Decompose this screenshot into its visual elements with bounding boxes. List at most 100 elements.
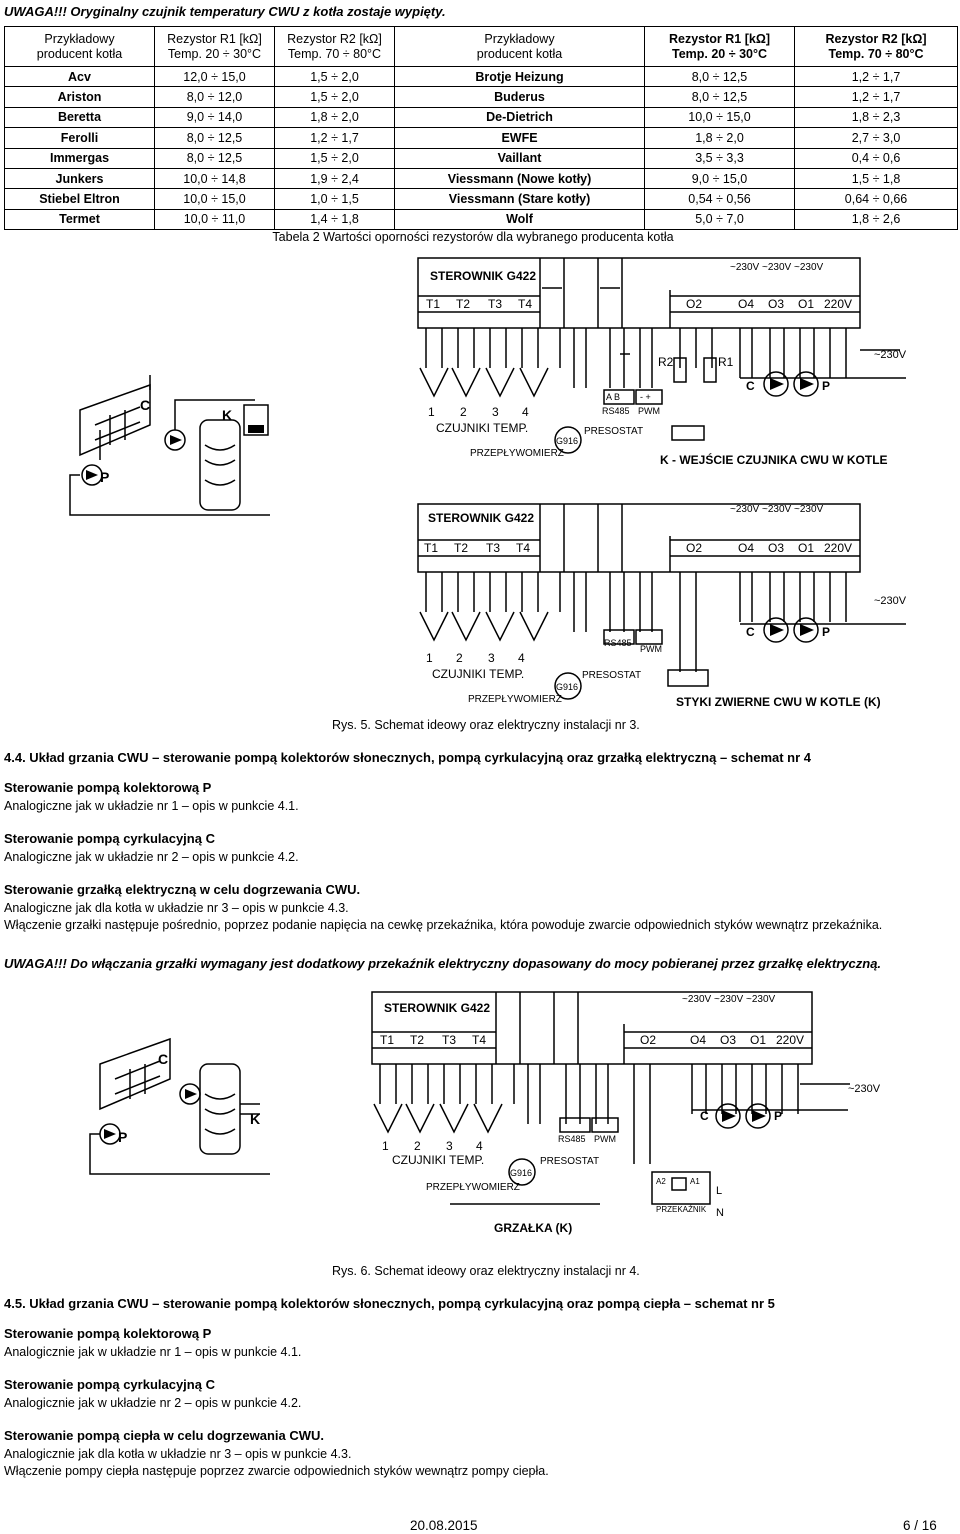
svg-text:C: C (158, 1051, 168, 1067)
resistance-cell: 1,8 ÷ 2,0 (644, 127, 795, 149)
svg-text:T1: T1 (424, 541, 438, 555)
svg-text:O4: O4 (690, 1033, 706, 1047)
producer-cell: Wolf (394, 208, 645, 231)
s45-p3-text1: Analogicznie jak dla kotła w układzie nr… (4, 1447, 352, 1461)
svg-text:~230V: ~230V (730, 504, 760, 515)
svg-text:G916: G916 (556, 682, 578, 692)
svg-text:- +: - + (640, 392, 651, 402)
resistance-cell: 9,0 ÷ 15,0 (644, 167, 795, 190)
resistance-cell: 8,0 ÷ 12,0 (154, 86, 275, 108)
svg-text:O2: O2 (640, 1033, 656, 1047)
producer-cell: Buderus (394, 86, 645, 108)
svg-text:O3: O3 (720, 1033, 736, 1047)
top-warning: UWAGA!!! Oryginalny czujnik temperatury … (4, 4, 446, 19)
header-r1-1: Rezystor R1 [kΩ]Temp. 20 ÷ 30°C (154, 26, 275, 67)
resistance-cell: 1,5 ÷ 2,0 (274, 86, 395, 108)
svg-text:C: C (746, 379, 755, 393)
svg-text:O4: O4 (738, 297, 754, 311)
controller-label: STEROWNIK G422 (430, 269, 536, 283)
resistance-cell: 1,5 ÷ 2,0 (274, 147, 395, 169)
svg-text:PRZEPŁYWOMIERZ: PRZEPŁYWOMIERZ (426, 1182, 520, 1193)
resistance-cell: 8,0 ÷ 12,5 (644, 65, 795, 88)
resistance-cell: 1,8 ÷ 2,0 (274, 106, 395, 129)
resistance-cell: 10,0 ÷ 15,0 (644, 106, 795, 129)
resistance-cell: 1,2 ÷ 1,7 (794, 65, 958, 88)
svg-text:N: N (716, 1207, 724, 1219)
svg-text:PRZEPŁYWOMIERZ: PRZEPŁYWOMIERZ (470, 448, 564, 459)
svg-text:K: K (250, 1111, 260, 1127)
s45-p3-title: Sterowanie pompą ciepła w celu dogrzewan… (4, 1428, 325, 1443)
svg-text:T3: T3 (488, 297, 502, 311)
svg-text:~230V: ~230V (682, 994, 712, 1005)
svg-text:3: 3 (492, 405, 499, 419)
s44-warning: UWAGA!!! Do włączania grzałki wymagany j… (4, 956, 882, 971)
svg-text:~230V: ~230V (714, 994, 744, 1005)
producer-cell: Termet (4, 208, 155, 231)
s45-p1-title: Sterowanie pompą kolektorową P (4, 1326, 212, 1341)
s44-p1-title: Sterowanie pompą kolektorową P (4, 780, 212, 795)
producer-cell: Junkers (4, 167, 155, 190)
k-input-label: K - WEJŚCIE CZUJNIKA CWU W KOTLE (660, 452, 888, 467)
svg-text:RS485: RS485 (558, 1134, 586, 1144)
svg-text:1: 1 (382, 1139, 389, 1153)
svg-text:P: P (822, 379, 830, 393)
resistance-cell: 8,0 ÷ 12,5 (154, 147, 275, 169)
svg-text:2: 2 (460, 405, 467, 419)
heater-label: GRZAŁKA (K) (494, 1221, 572, 1235)
resistance-cell: 3,5 ÷ 3,3 (644, 147, 795, 169)
svg-text:3: 3 (488, 651, 495, 665)
svg-text:C: C (140, 397, 150, 413)
svg-text:T3: T3 (442, 1033, 456, 1047)
s44-p2-title: Sterowanie pompą cyrkulacyjną C (4, 831, 215, 846)
s44-p1-text: Analogiczne jak w układzie nr 1 – opis w… (4, 799, 299, 813)
svg-text:PRESOSTAT: PRESOSTAT (582, 670, 641, 681)
svg-text:220V: 220V (824, 541, 852, 555)
fig5-caption: Rys. 5. Schemat ideowy oraz elektryczny … (332, 718, 640, 732)
svg-text:PRESOSTAT: PRESOSTAT (584, 426, 643, 437)
svg-text:L: L (716, 1185, 722, 1197)
producer-cell: Viessmann (Stare kotły) (394, 188, 645, 210)
footer-date: 20.08.2015 (410, 1518, 478, 1533)
producer-cell: Acv (4, 65, 155, 88)
svg-text:1: 1 (428, 405, 435, 419)
svg-text:~230V: ~230V (848, 1083, 881, 1095)
svg-text:T4: T4 (472, 1033, 486, 1047)
svg-text:220V: 220V (776, 1033, 804, 1047)
svg-text:T4: T4 (516, 541, 530, 555)
resistance-cell: 1,8 ÷ 2,6 (794, 208, 958, 231)
svg-text:P: P (118, 1129, 127, 1145)
svg-text:PWM: PWM (594, 1134, 616, 1144)
producer-cell: Stiebel Eltron (4, 188, 155, 210)
svg-text:T2: T2 (410, 1033, 424, 1047)
svg-text:RS485: RS485 (602, 406, 630, 416)
svg-text:O1: O1 (750, 1033, 766, 1047)
svg-text:4: 4 (476, 1139, 483, 1153)
resistance-cell: 8,0 ÷ 12,5 (154, 127, 275, 149)
producer-cell: Vaillant (394, 147, 645, 169)
svg-text:K: K (222, 407, 232, 423)
svg-text:~230V: ~230V (874, 595, 907, 607)
producer-cell: Ferolli (4, 127, 155, 149)
sensors-label: CZUJNIKI TEMP. (436, 421, 528, 435)
svg-text:2: 2 (414, 1139, 421, 1153)
svg-text:PRESOSTAT: PRESOSTAT (540, 1156, 599, 1167)
section-4-5-heading: 4.5. Układ grzania CWU – sterowanie pomp… (4, 1296, 775, 1311)
resistance-cell: 1,4 ÷ 1,8 (274, 208, 395, 231)
producer-cell: Viessmann (Nowe kotły) (394, 167, 645, 190)
header-r1-2: Rezystor R1 [kΩ]Temp. 20 ÷ 30°C (644, 26, 795, 67)
s44-p2-text: Analogiczne jak w układzie nr 2 – opis w… (4, 850, 299, 864)
svg-text:A2: A2 (656, 1177, 666, 1186)
resistance-cell: 1,2 ÷ 1,7 (274, 127, 395, 149)
